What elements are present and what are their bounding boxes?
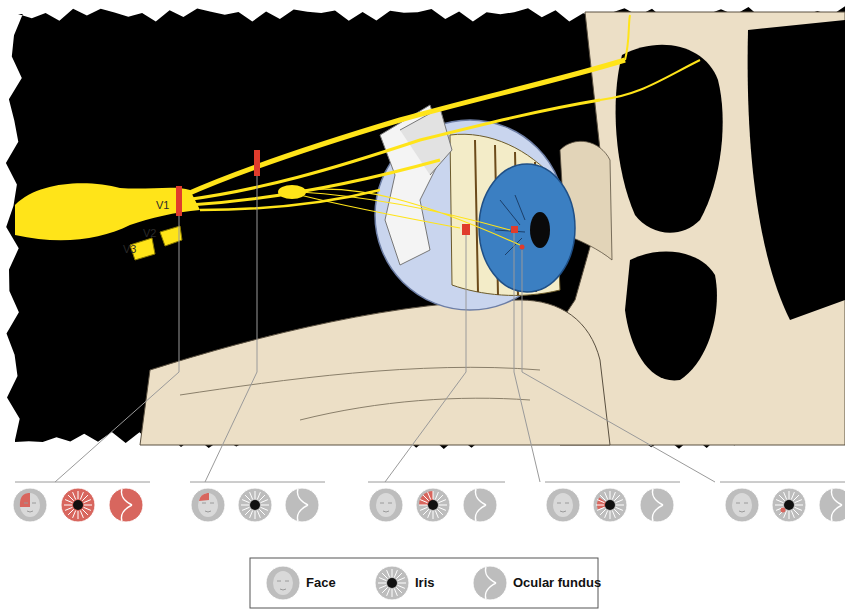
icon-disc (109, 488, 143, 522)
face-icon (13, 488, 47, 522)
retinal-vessels (121, 489, 132, 521)
icon-disc (640, 488, 674, 522)
pupil (784, 500, 794, 510)
legend-text: Face (306, 575, 336, 591)
iris-icon (61, 488, 95, 522)
icon-disc (772, 488, 806, 522)
face-features (202, 503, 214, 512)
legend-icons (266, 566, 507, 600)
retinal-vessels (297, 489, 308, 521)
iris-fibres (64, 491, 92, 519)
icon-disc (285, 488, 319, 522)
retinal-vessels (831, 489, 842, 521)
icon-disc (473, 566, 507, 600)
pupil (428, 500, 438, 510)
skull (140, 12, 845, 445)
iris-fibres (241, 491, 269, 519)
icon-disc (61, 488, 95, 522)
retinal-vessels (475, 489, 486, 521)
dark-background (6, 6, 845, 449)
face-outline (198, 493, 218, 517)
iris-icon (238, 488, 272, 522)
eyeball (375, 105, 575, 310)
face-icon (546, 488, 580, 522)
icon-disc (725, 488, 759, 522)
icon-disc (593, 488, 627, 522)
iris-icon (593, 488, 627, 522)
face-icon (266, 566, 300, 600)
legend-text: Iris (415, 575, 435, 591)
icon-disc (546, 488, 580, 522)
trigeminal-nerve (15, 15, 700, 260)
fundus-icon (640, 488, 674, 522)
face-features (380, 503, 392, 512)
face-outline (553, 493, 573, 517)
iris-icon (416, 488, 450, 522)
affected-area (20, 493, 30, 507)
fundus-icon (109, 488, 143, 522)
face-features (24, 503, 36, 512)
icon-disc (13, 488, 47, 522)
fundus-icon (473, 566, 507, 600)
iris-fibres (419, 491, 447, 519)
face-icon (725, 488, 759, 522)
face-outline (20, 493, 40, 517)
icon-disc (463, 488, 497, 522)
iris-icon (772, 488, 806, 522)
pupil (387, 578, 397, 588)
iris-fibres (378, 569, 406, 597)
symptom-icons (13, 488, 845, 522)
face-outline (732, 493, 752, 517)
face-icon (191, 488, 225, 522)
nerve-branch-label: V2 (143, 227, 156, 239)
iris-fibres (775, 491, 803, 519)
affected-area (199, 493, 209, 501)
icon-disc (238, 488, 272, 522)
pupil (73, 500, 83, 510)
pupil (250, 500, 260, 510)
lesion-marks (176, 150, 525, 250)
leader-lines (15, 176, 845, 482)
face-features (736, 503, 748, 512)
nerve-branch-label: V1 (156, 199, 169, 211)
icon-disc (266, 566, 300, 600)
icon-disc (375, 566, 409, 600)
pupil (605, 500, 615, 510)
retinal-vessels (485, 567, 496, 599)
fundus-icon (463, 488, 497, 522)
face-icon (369, 488, 403, 522)
iris-fibres (596, 491, 624, 519)
face-outline (273, 571, 293, 595)
icon-disc (819, 488, 845, 522)
icon-disc (416, 488, 450, 522)
fundus-icon (285, 488, 319, 522)
fundus-icon (819, 488, 845, 522)
iris-icon (375, 566, 409, 600)
affected-area (781, 508, 786, 513)
legend-text: Ocular fundus (513, 575, 601, 591)
face-features (557, 503, 569, 512)
face-features (277, 581, 289, 590)
face-outline (376, 493, 396, 517)
icon-disc (369, 488, 403, 522)
icon-disc (191, 488, 225, 522)
nerve-branch-label: V3 (123, 243, 136, 255)
retinal-vessels (652, 489, 663, 521)
